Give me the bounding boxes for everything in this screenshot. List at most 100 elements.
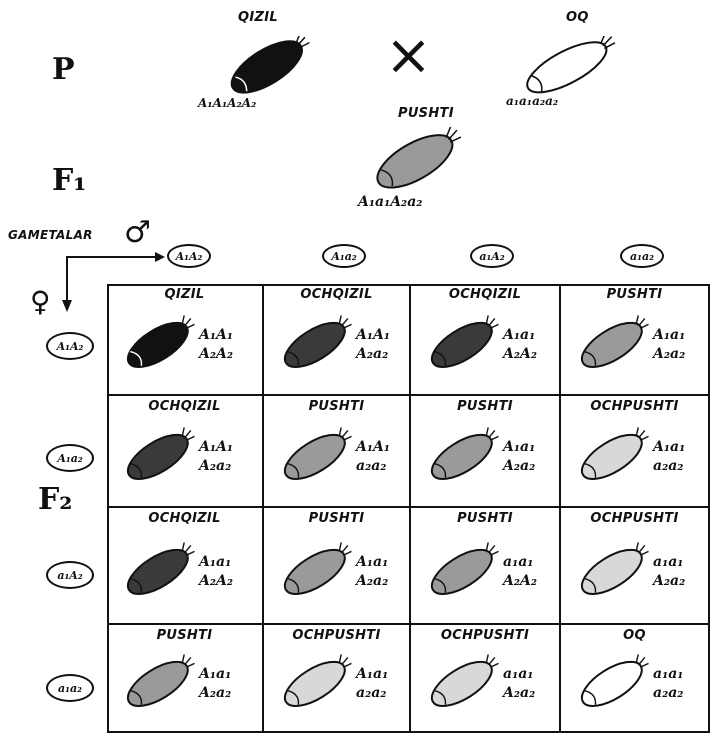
grain-mark: [126, 427, 195, 480]
punnett-cell: OCHQIZIL A₁A₁ A₂a₂: [264, 284, 411, 396]
grain-mark: [126, 654, 195, 707]
punnett-cell: QIZIL A₁A₁ A₂A₂: [107, 284, 264, 396]
parent-right-genotype: a₁a₁a₂a₂: [506, 94, 559, 108]
punnett-cell: PUSHTI A₁a₁ A₂a₂: [411, 396, 561, 508]
grain-mark: [580, 541, 649, 595]
cell-genotype-line2: a₂a₂: [653, 685, 684, 701]
cell-genotype-line2: A₂A₂: [503, 346, 537, 362]
cell-phenotype: QIZIL: [164, 287, 205, 302]
cell-genotype: A₁A₁ A₂a₂: [199, 438, 233, 476]
male-gamete-2: A₁a₂: [322, 244, 366, 268]
cell-genotype-line2: A₂a₂: [653, 572, 686, 589]
f1-phenotype: PUSHTI: [398, 106, 454, 121]
cell-genotype-line1: A₁A₁: [199, 327, 233, 343]
cell-genotype-line1: A₁a₁: [503, 327, 536, 343]
cell-genotype-line2: a₂a₂: [356, 685, 387, 701]
cell-genotype-line1: A₁a₁: [356, 553, 389, 570]
cell-genotype-line2: a₂a₂: [653, 458, 684, 474]
cell-genotype-line1: a₁a₁: [653, 553, 684, 570]
cell-genotype-line1: A₁A₁: [356, 439, 390, 455]
female-gamete-4: a₁a₂: [46, 674, 94, 702]
cell-genotype-line1: A₁a₁: [199, 666, 232, 682]
f1-label: F₁: [52, 163, 87, 198]
parent-right-phenotype: OQ: [566, 10, 589, 25]
cell-phenotype: PUSHTI: [156, 628, 213, 643]
cell-genotype-line1: A₁a₁: [199, 553, 232, 570]
grain-mark: [580, 427, 649, 480]
female-gamete-1: A₁A₂: [46, 332, 94, 360]
cell-genotype-line1: A₁a₁: [503, 439, 536, 455]
cell-phenotype: OQ: [623, 628, 646, 643]
grain-mark: [126, 315, 195, 368]
cell-genotype: A₁a₁ A₂a₂: [199, 665, 231, 703]
punnett-cell: OCHQIZIL A₁A₁ A₂a₂: [107, 396, 264, 508]
cell-genotype: A₁a₁ a₂a₂: [356, 665, 388, 703]
cell-phenotype: OCHPUSHTI: [440, 628, 530, 643]
cell-phenotype: PUSHTI: [606, 287, 663, 302]
cell-genotype-line1: A₁A₁: [199, 439, 233, 455]
grain-mark: [126, 541, 195, 595]
female-gamete-2: A₁a₂: [46, 444, 94, 472]
parent-left-phenotype: QIZIL: [238, 10, 278, 25]
p-generation-label: P: [52, 52, 75, 87]
f1-genotype: A₁a₁A₂a₂: [358, 194, 423, 210]
cell-genotype: A₁a₁ a₂a₂: [653, 438, 685, 476]
grain-mark: [430, 541, 499, 595]
cell-genotype-line2: A₂A₂: [199, 572, 233, 589]
cell-genotype: A₁A₁ A₂a₂: [356, 326, 390, 364]
cell-genotype-line2: A₂a₂: [503, 685, 536, 701]
cell-genotype-line1: A₁a₁: [653, 439, 686, 455]
cross-symbol: ×: [385, 23, 432, 88]
gametes-label: GAMETALAR: [8, 228, 93, 242]
cell-genotype-line2: A₂A₂: [503, 572, 537, 589]
cell-phenotype: PUSHTI: [457, 399, 513, 414]
cell-phenotype: OCHPUSHTI: [590, 399, 679, 414]
cell-genotype: A₁a₁ A₂a₂: [503, 438, 535, 476]
cell-genotype-line2: A₂A₂: [199, 346, 233, 362]
parent-right-grain: [526, 36, 616, 94]
cell-phenotype: OCHPUSHTI: [292, 628, 381, 643]
cell-genotype-line1: a₁a₁: [653, 666, 684, 682]
male-gamete-3: a₁A₂: [470, 244, 514, 268]
cell-genotype-line2: A₂a₂: [503, 458, 536, 474]
grain-mark: [430, 427, 499, 480]
punnett-cell: OCHPUSHTI A₁a₁ a₂a₂: [264, 625, 411, 733]
cell-phenotype: PUSHTI: [308, 511, 365, 526]
grain-mark: [430, 315, 499, 368]
cell-genotype-line2: A₂a₂: [199, 458, 232, 474]
cell-genotype-line1: A₁A₁: [356, 327, 390, 343]
cell-phenotype: OCHQIZIL: [448, 287, 522, 302]
grain-mark: [283, 315, 352, 368]
grain-mark: [283, 427, 352, 480]
punnett-cell: OCHPUSHTI a₁a₁ A₂a₂: [561, 508, 710, 625]
punnett-cell: OQ a₁a₁ a₂a₂: [561, 625, 710, 733]
parent-left-grain: [230, 36, 310, 94]
cell-phenotype: OCHQIZIL: [148, 399, 221, 414]
cell-genotype: A₁A₁ A₂A₂: [199, 326, 233, 364]
punnett-cell: OCHPUSHTI A₁a₁ a₂a₂: [561, 396, 710, 508]
female-gamete-3: a₁A₂: [46, 561, 94, 589]
cell-genotype-line2: A₂a₂: [356, 346, 389, 362]
grain-mark: [430, 654, 499, 707]
grain-mark: [283, 654, 352, 707]
cell-genotype-line2: A₂a₂: [199, 685, 232, 701]
male-symbol: ♂: [124, 215, 151, 250]
cell-genotype-line1: A₁a₁: [356, 666, 389, 682]
female-symbol: ♀: [30, 285, 51, 318]
f1-grain: [376, 126, 462, 189]
grain-mark: [580, 654, 649, 707]
cell-genotype: A₁a₁ A₂A₂: [199, 553, 233, 591]
cell-phenotype: OCHPUSHTI: [590, 511, 679, 526]
cell-phenotype: OCHQIZIL: [300, 287, 373, 302]
cell-phenotype: OCHQIZIL: [148, 511, 221, 526]
male-gamete-1: A₁A₂: [167, 244, 211, 268]
cell-genotype-line1: a₁a₁: [503, 666, 534, 682]
cell-phenotype: PUSHTI: [457, 511, 513, 526]
gamete-arrows: [62, 252, 165, 312]
grain-mark: [283, 541, 352, 595]
cell-phenotype: PUSHTI: [308, 399, 365, 414]
